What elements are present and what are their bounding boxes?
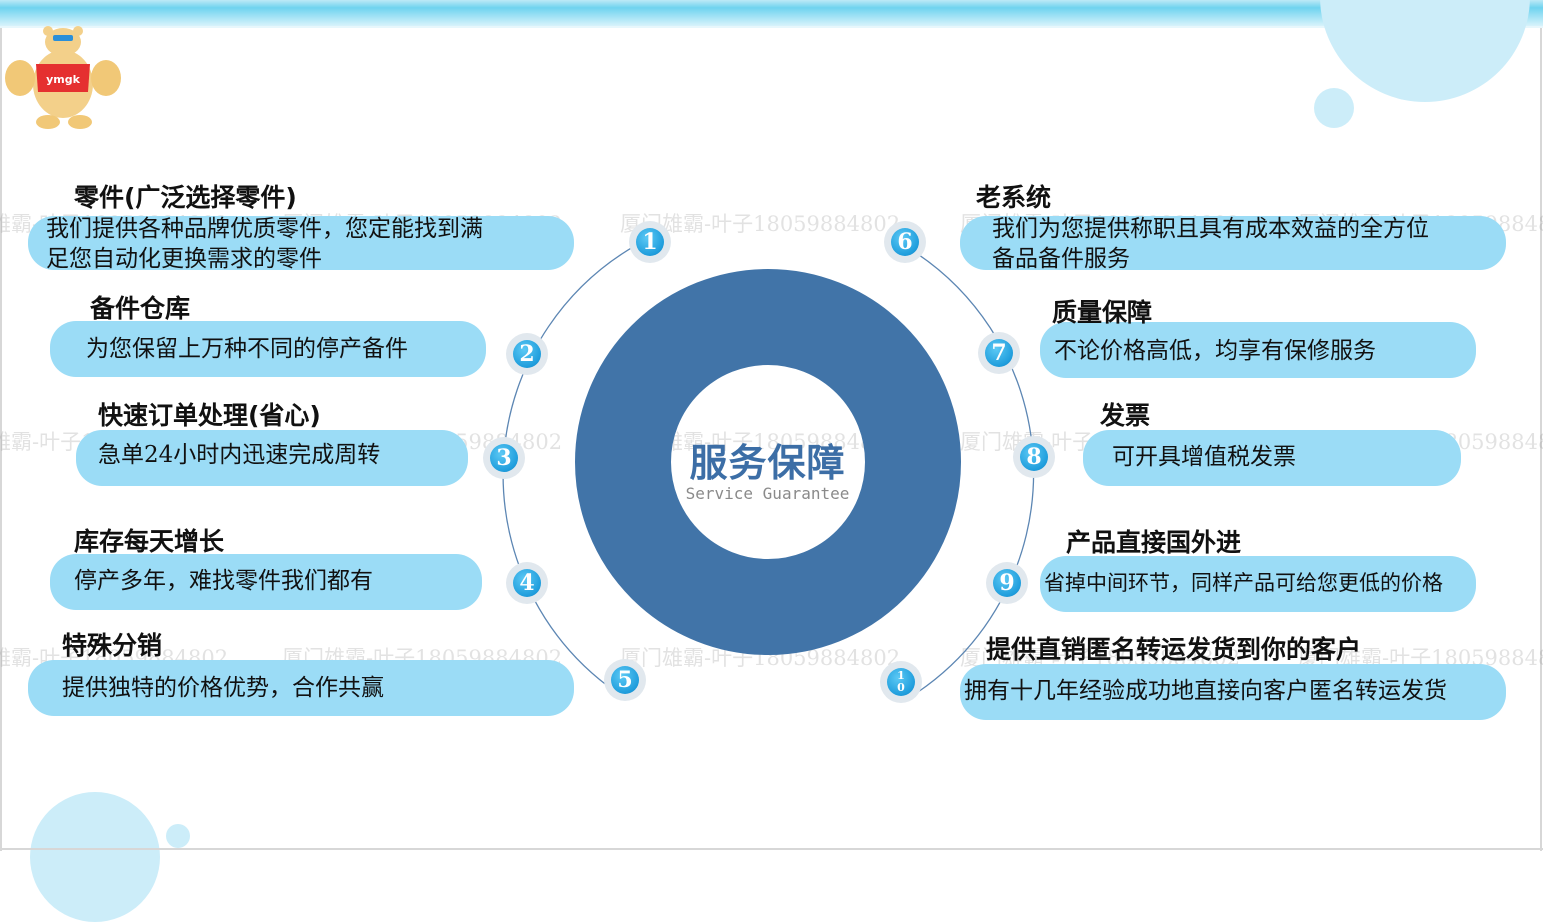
- item-7-title: 质量保障: [1052, 298, 1153, 327]
- badge-9: 9: [986, 562, 1028, 604]
- item-3-title: 快速订单处理(省心): [98, 401, 321, 430]
- item-8-pill: [1083, 430, 1461, 486]
- item-6-title: 老系统: [976, 183, 1052, 212]
- item-6-desc-line-1: 我们为您提供称职且具有成本效益的全方位: [992, 216, 1429, 242]
- badge-number: 3: [490, 444, 518, 472]
- item-10-pill: [960, 664, 1506, 720]
- item-2-pill: [50, 321, 486, 377]
- item-6-pill: [960, 216, 1506, 270]
- item-5-desc: 提供独特的价格优势，合作共赢: [62, 675, 384, 701]
- item-7-pill: [1040, 322, 1476, 378]
- badge-4: 4: [506, 562, 548, 604]
- item-6-desc-line-2: 备品备件服务: [992, 246, 1130, 272]
- badge-10: 1 0: [880, 661, 922, 703]
- item-1-desc-line-2: 足您自动化更换需求的零件: [46, 246, 322, 272]
- top-banner-line: [0, 26, 1543, 28]
- badge-3: 3: [483, 437, 525, 479]
- center-subtitle: Service Guarantee: [685, 484, 850, 503]
- item-8-desc: 可开具增值税发票: [1112, 444, 1296, 470]
- item-2-desc: 为您保留上万种不同的停产备件: [86, 336, 408, 362]
- item-1-title: 零件(广泛选择零件): [74, 183, 297, 212]
- item-3-pill: [76, 430, 468, 486]
- left-border: [0, 28, 2, 851]
- badge-5: 5: [604, 659, 646, 701]
- badge-digit: 1: [897, 669, 905, 682]
- badge-number: 1: [636, 228, 664, 256]
- bear-mascot-logo: ymgk: [5, 26, 121, 129]
- badge-number: 1 0: [887, 668, 915, 696]
- center-title: 服务保障: [689, 440, 846, 485]
- badge-number: 5: [611, 666, 639, 694]
- bottom-border: [0, 848, 1543, 850]
- item-8-title: 发票: [1100, 401, 1151, 430]
- bottom-left-small-bubble: [166, 824, 190, 848]
- top-banner: [0, 0, 1543, 26]
- item-1-pill: [28, 216, 574, 270]
- badge-2: 2: [506, 333, 548, 375]
- item-1-desc-line-1: 我们提供各种品牌优质零件，您定能找到满: [46, 216, 483, 242]
- item-2-title: 备件仓库: [90, 294, 191, 323]
- badge-digit: 0: [897, 681, 905, 694]
- item-4-title: 库存每天增长: [74, 527, 225, 556]
- badge-1: 1: [629, 221, 671, 263]
- badge-number: 4: [513, 569, 541, 597]
- center-ring: [575, 269, 961, 655]
- item-9-title: 产品直接国外进: [1066, 528, 1242, 557]
- mascot-logo-text: ymgk: [46, 73, 81, 86]
- badge-number: 9: [993, 569, 1021, 597]
- item-5-title: 特殊分销: [62, 631, 163, 660]
- item-10-desc: 拥有十几年经验成功地直接向客户匿名转运发货: [964, 678, 1447, 704]
- badge-number: 6: [891, 228, 919, 256]
- item-3-desc: 急单24小时内迅速完成周转: [98, 442, 381, 468]
- item-4-pill: [50, 554, 482, 610]
- item-7-desc: 不论价格高低，均享有保修服务: [1054, 338, 1376, 364]
- badge-number: 8: [1020, 443, 1048, 471]
- item-10-title: 提供直销匿名转运发货到你的客户: [986, 635, 1362, 664]
- badge-6: 6: [884, 221, 926, 263]
- badge-8: 8: [1013, 436, 1055, 478]
- badge-number: 2: [513, 340, 541, 368]
- right-border: [1540, 28, 1542, 851]
- item-9-desc: 省掉中间环节，同样产品可给您更低的价格: [1044, 571, 1443, 595]
- item-9-pill: [1040, 556, 1476, 612]
- badge-7: 7: [978, 332, 1020, 374]
- top-right-small-bubble: [1314, 88, 1354, 128]
- item-5-pill: [28, 660, 574, 716]
- badge-number: 7: [985, 339, 1013, 367]
- item-4-desc: 停产多年，难找零件我们都有: [74, 568, 373, 594]
